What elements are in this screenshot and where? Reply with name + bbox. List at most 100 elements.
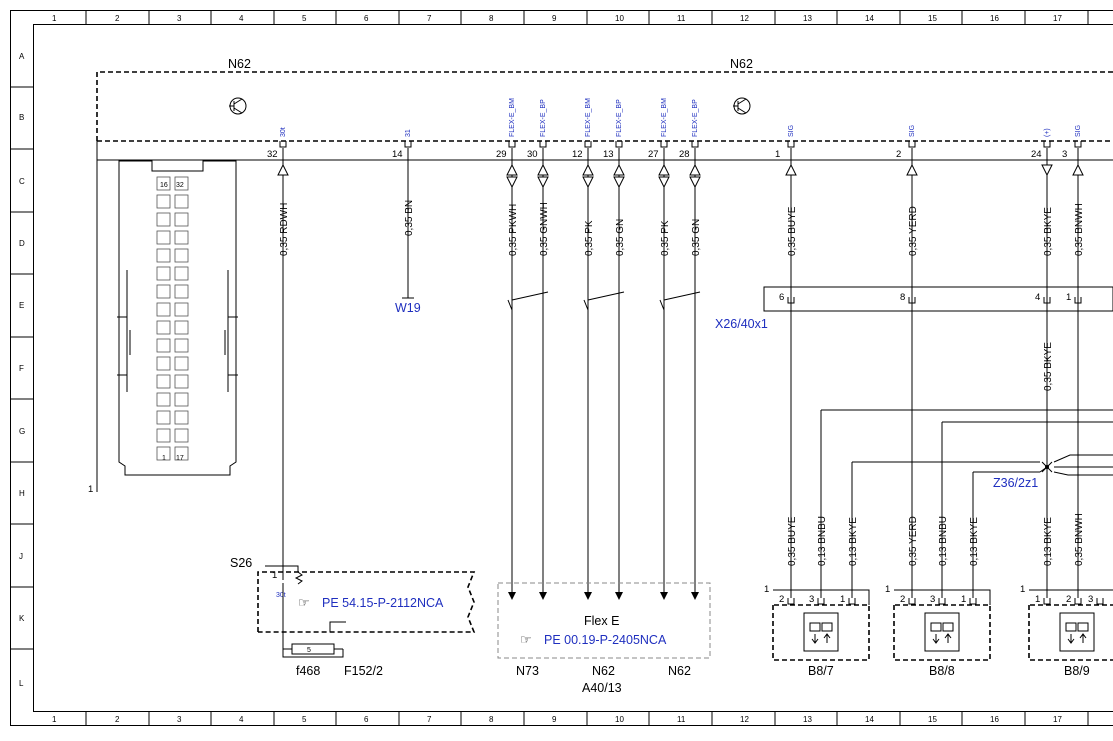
sensor-pin-number: 3	[930, 594, 935, 605]
wire-label: 0,35 BNWH	[1074, 513, 1085, 566]
connector-face-pin-17: 17	[176, 455, 184, 462]
pin-number: 14	[392, 149, 403, 160]
wire-label: 0,35 RDWH	[279, 203, 290, 256]
sensor-pin-number: 2	[779, 594, 784, 605]
grid-col-label: 7	[427, 14, 432, 23]
pin-signal: 31	[405, 129, 412, 137]
grid-col-label: 2	[115, 715, 120, 724]
wire-label: 0,35 GN	[615, 219, 626, 256]
grid-col-label: 3	[177, 14, 182, 23]
flex-e-n73: N73	[516, 664, 539, 678]
sensor-pin-number: 1	[840, 594, 845, 605]
module-body-frame	[97, 141, 1113, 492]
sensor-icon	[925, 613, 959, 651]
wire-label: 0,35 PKWH	[508, 204, 519, 256]
sensor-frame-number: 1	[885, 584, 890, 595]
pin-number: 13	[603, 149, 614, 160]
wire-label: 0,35 BKYE	[1043, 342, 1054, 391]
hand-pointer-icon: ☞	[298, 595, 310, 610]
fuse-box-label: F152/2	[344, 664, 383, 678]
grid-col-label: 1	[52, 715, 57, 724]
grid-col-label: 13	[803, 14, 812, 23]
grid-col-label: 17	[1053, 715, 1062, 724]
grid-col-label: 8	[489, 14, 494, 23]
grid-col-label: 5	[302, 715, 307, 724]
wire-label: 0,35 BKYE	[1043, 207, 1054, 256]
x26-pin-number: 4	[1035, 292, 1040, 303]
wire-label: 0,35 YERD	[908, 516, 919, 566]
twisted-pair-markers	[508, 292, 700, 310]
grid-row-label: G	[19, 427, 25, 436]
grid-row-label: L	[19, 679, 24, 688]
wire-label: 0,35 GNWH	[539, 202, 550, 256]
grid-row-label: A	[19, 52, 25, 61]
pin-signal: FLEX-E_BP	[616, 99, 623, 137]
module-label-right: N62	[730, 57, 753, 71]
flex-e-n62: N62	[592, 664, 615, 678]
pin-number: 29	[496, 149, 507, 160]
pin-number: 12	[572, 149, 583, 160]
flex-e-a40-13: A40/13	[582, 681, 622, 695]
relay-icon	[733, 98, 750, 114]
connector-x26-label: X26/40x1	[715, 317, 768, 331]
grid-col-label: 11	[677, 715, 686, 724]
fuse-pin-num: 1	[272, 570, 277, 581]
grid-col-label: 11	[677, 14, 686, 23]
grid-col-label: 14	[865, 14, 874, 23]
pin-signal: FLEX-E_BP	[692, 99, 699, 137]
ground-label: W19	[395, 301, 421, 315]
grid-col-label: 6	[364, 14, 369, 23]
wire-label: 0,13 BNBU	[817, 516, 828, 566]
hand-pointer-icon: ☞	[520, 632, 532, 647]
wire-label: 0,13 BNBU	[938, 516, 949, 566]
connector-face-pin-16: 16	[160, 182, 168, 189]
pin-signal: FLEX-E_BM	[585, 98, 592, 137]
sensor-label: B8/8	[929, 664, 955, 678]
flex-e-ref-link[interactable]: PE 00.19-P-2405NCA	[544, 633, 667, 647]
wire-label: 0,35 PK	[660, 220, 671, 256]
x26-pin-number: 6	[779, 292, 784, 303]
pin-number: 24	[1031, 149, 1042, 160]
pin-number: 3	[1062, 149, 1067, 160]
grid-col-label: 6	[364, 715, 369, 724]
wire-arrows	[278, 165, 1083, 600]
grid-col-label: 14	[865, 715, 874, 724]
module-label-left: N62	[228, 57, 251, 71]
pin-number: 27	[648, 149, 659, 160]
pin-number: 2	[896, 149, 901, 160]
wire-label: 0,35 BUYE	[787, 206, 798, 256]
sensor-pin-number: 1	[961, 594, 966, 605]
sensor-label: B8/7	[808, 664, 834, 678]
wire-label: 0,35 GN	[691, 219, 702, 256]
wire-label: 0,35 BNWH	[1074, 203, 1085, 256]
fuse-box-f152-2: S26 1 30t 5 ☞ PE 54.15-P-2112NCA f468 F1…	[230, 556, 474, 678]
module-n62-outline	[97, 72, 1113, 141]
grid-row-label: E	[19, 301, 24, 310]
grid-col-label: 8	[489, 715, 494, 724]
pin-signal: 30t	[280, 127, 287, 137]
sensor-pin-number: 2	[900, 594, 905, 605]
fuse-ref-link[interactable]: PE 54.15-P-2112NCA	[322, 596, 444, 610]
wire-label: 0,13 BKYE	[1043, 517, 1054, 566]
module-pin: 12 FLEX-E_BM	[572, 98, 592, 160]
splice-label: Z36/2z1	[993, 476, 1038, 490]
grid-col-label: 15	[928, 14, 937, 23]
module-pin: 14 31	[392, 129, 412, 160]
wire-label: 0,35 PK	[584, 220, 595, 256]
grid-row-label: F	[19, 364, 24, 373]
grid-col-label: 10	[615, 715, 624, 724]
grid-row-label: H	[19, 489, 25, 498]
module-frame-number: 1	[88, 484, 93, 495]
grid-row-label: K	[19, 614, 25, 623]
module-pins: 3230t143129FLEX-E_BM30FLEX-E_BP12FLEX-E_…	[267, 98, 1082, 160]
sensor-pin-number: 3	[1088, 594, 1093, 605]
pin-number: 1	[775, 149, 780, 160]
